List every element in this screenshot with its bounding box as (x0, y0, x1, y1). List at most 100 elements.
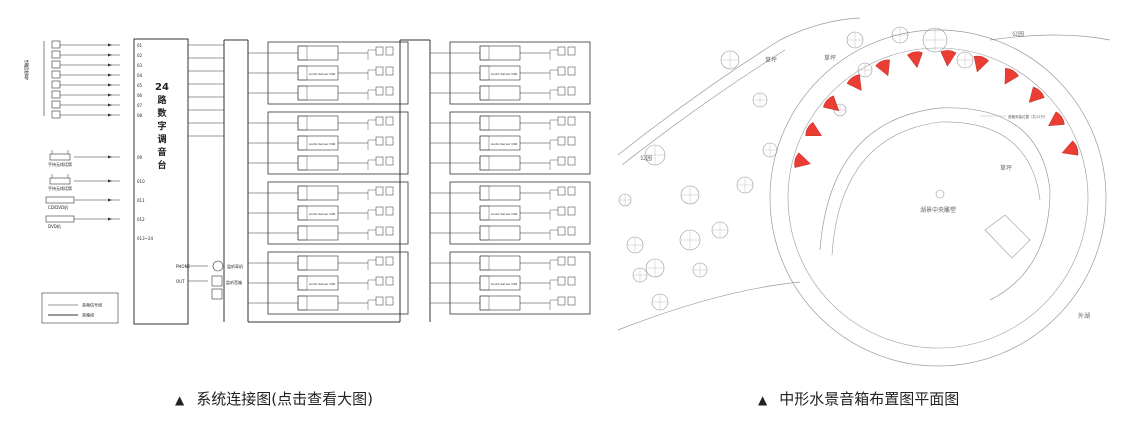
amplifier-input (479, 295, 490, 311)
speaker-icon (557, 86, 566, 96)
speaker-icon (385, 46, 394, 56)
speaker-icon (557, 116, 566, 126)
speaker-icon (557, 296, 566, 306)
amplifier-input (297, 225, 308, 241)
speaker-icon (375, 226, 384, 236)
speaker-icon (567, 206, 576, 216)
system-connection-diagram: 24路数字调音台话筒信号0102030405060708手持无线话筒09手持无线… (23, 38, 591, 325)
caption-text: 系统连接图(点击查看大图) (196, 390, 373, 408)
mixer-box (133, 38, 189, 325)
monitor-speaker-label: 监听音箱 (226, 279, 242, 285)
speaker-icon (567, 296, 576, 306)
amplifier-box (297, 155, 339, 171)
diagram-canvas: 24路数字调音台话筒信号0102030405060708手持无线话筒09手持无线… (23, 17, 1111, 367)
speaker-icon (375, 296, 384, 306)
speaker-icon (557, 276, 566, 286)
amplifier-box (297, 255, 339, 271)
amplifier-input (479, 185, 490, 201)
mic-icon (51, 50, 61, 59)
amplifier-input (479, 115, 490, 131)
mixer-label-char: 调 (157, 133, 166, 145)
speaker-icon (385, 256, 394, 266)
speaker-icon (557, 156, 566, 166)
speaker-icon (567, 136, 576, 146)
channel-label: 011 (137, 198, 145, 203)
speaker-icon (375, 206, 384, 216)
arrow-icon (108, 43, 112, 47)
amplifier-input (297, 155, 308, 171)
amplifier-input (297, 45, 308, 61)
island-edge (819, 107, 1051, 301)
channel-label: 07 (137, 103, 143, 108)
mic-icon (51, 60, 61, 69)
arrow-icon (108, 155, 112, 159)
mixer-label-char: 路 (157, 94, 167, 106)
channel-label: 05 (137, 83, 143, 88)
speaker-icon (375, 86, 384, 96)
amplifier-box (479, 45, 521, 61)
speaker-icon (385, 186, 394, 196)
speaker-icon (567, 186, 576, 196)
amplifier-input (479, 85, 490, 101)
speaker-icon (557, 256, 566, 266)
speaker-icon (385, 136, 394, 146)
channel-label: 09 (137, 155, 143, 160)
speaker-icon (385, 86, 394, 96)
speaker-coverage-icon (1028, 86, 1045, 103)
speaker-icon (557, 186, 566, 196)
mic-icon (51, 110, 61, 119)
amplifier-label: Audio Server CSR (491, 212, 517, 216)
monitor-label: OUT (176, 279, 185, 284)
speaker-icon (567, 116, 576, 126)
place-label: 公园 (640, 155, 652, 162)
amplifier-label: Audio Server CSR (491, 142, 517, 146)
speaker-icon (375, 186, 384, 196)
channel-label: 02 (137, 53, 143, 58)
amplifier-box (479, 115, 521, 131)
amplifier-input (297, 255, 308, 271)
amplifier-input (479, 205, 490, 221)
amplifier-label: Audio Server CSR (309, 282, 335, 286)
mixer-label-char: 音 (157, 146, 166, 158)
speaker-icon (567, 226, 576, 236)
aux-device-label: CD/DVD机 (48, 204, 68, 210)
speaker-icon (385, 226, 394, 236)
speaker-icon (385, 276, 394, 286)
triangle-marker-icon: ▲ (758, 393, 768, 407)
speaker-coverage-icon (794, 152, 811, 168)
place-label: 草坪 (824, 54, 836, 62)
amplifier-input (479, 155, 490, 171)
speaker-icon (567, 86, 576, 96)
amplifier-box (479, 155, 521, 171)
amplifier-input (297, 185, 308, 201)
aux-device-label: 手持无线话筒 (48, 161, 72, 167)
road-line (617, 281, 801, 331)
speaker-coverage-icon (846, 74, 862, 91)
speaker-coverage-icon (805, 122, 822, 137)
speaker-coverage-icon (823, 95, 840, 112)
legend-box (41, 292, 119, 324)
arrow-icon (108, 73, 112, 77)
lake-inner-ring (787, 47, 1089, 349)
speaker-coverage-icon (1004, 67, 1019, 85)
channel-label: 01 (137, 43, 143, 48)
wireless-mic-icon (49, 153, 71, 161)
channel-label: 04 (137, 73, 143, 78)
channel-label: 010 (137, 179, 145, 184)
amplifier-input (479, 275, 490, 291)
monitor-label: PHONE (176, 264, 191, 269)
arrow-icon (108, 63, 112, 67)
mixer-label-char: 台 (157, 159, 166, 171)
caption-system-connection[interactable]: ▲系统连接图(点击查看大图) (175, 388, 373, 409)
amplifier-input (297, 65, 308, 81)
amplifier-input (479, 135, 490, 151)
amplifier-label: Audio Server CSR (309, 142, 335, 146)
speaker-icon (557, 226, 566, 236)
place-label: 草坪 (1000, 164, 1012, 172)
road-line (989, 34, 1111, 41)
amplifier-box (479, 225, 521, 241)
speaker-icon (375, 136, 384, 146)
amplifier-input (297, 205, 308, 221)
player-icon (45, 196, 75, 204)
